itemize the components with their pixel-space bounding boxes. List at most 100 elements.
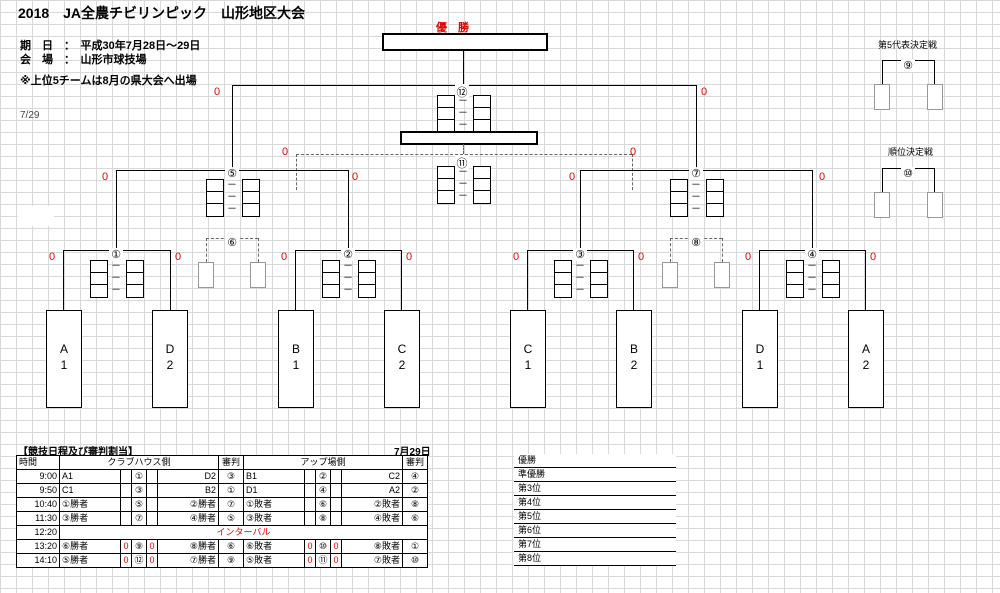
referee: ⑥ [218,539,244,554]
match-1-left-score: 0 [49,251,56,263]
page-title: 2018 JA全農チビリンピック 山形地区大会 [18,5,306,21]
champion-box [382,33,548,51]
match-8-left-slot [662,262,678,288]
score-c [304,469,316,484]
schedule-interval: インターバル [59,525,428,540]
event-note: ※上位5チームは8月の県大会へ出場 [20,75,197,87]
score-semi7-right: 0 [819,171,826,183]
ranking-label: 第6位 [514,523,676,538]
team-rank: 2 [862,358,870,372]
match-6-left-slot [198,262,214,288]
ranking-label: 準優勝 [514,467,676,482]
referee: ⑨ [218,553,244,568]
match-5-right-scores [242,179,260,217]
match-4-number: ④ [805,248,819,261]
m10-right [934,168,935,192]
schedule-heading: 【競技日程及び審判割当】 [18,447,138,458]
match-num-2: ⑪ [315,553,331,568]
score-a [120,497,132,512]
match-4-right-scores [822,260,840,298]
match-num: ⑨ [131,539,147,554]
team-a: A1 [59,469,121,484]
score-a [120,469,132,484]
third-bar [296,154,632,155]
match-2-dashes: －－－ [343,261,353,296]
score-c [304,483,316,498]
referee: ① [218,483,244,498]
match-7-dashes: －－－ [691,180,701,215]
m6-left [206,238,207,262]
match-7-left-scores [670,179,688,217]
match-1-left-scores [90,260,108,298]
team-d: A2 [341,483,403,498]
score-d [330,511,342,526]
ranking-table: 優勝準優勝第3位第4位第5位第6位第7位第8位 [514,454,676,566]
schedule-header-row: 時間 クラブハウス側 審判 アップ場側 審判 [16,455,428,470]
match-num: ⑦ [131,511,147,526]
m8-right [722,238,723,262]
day-label: 7/29 [20,110,40,121]
match-num-2: ④ [315,483,331,498]
team-d: ②敗者 [341,497,403,512]
referee-2: ① [402,539,428,554]
team-b: D2 [157,469,219,484]
match-4-left-score: 0 [745,251,752,263]
match-3-left-scores [554,260,572,298]
referee: ⑤ [218,511,244,526]
header-club: クラブハウス側 [59,455,219,470]
match-num: ⑫ [131,553,147,568]
score-a: 0 [120,539,132,554]
team-letter: A [59,342,68,356]
match-1-right-line [170,250,171,310]
match-3-right-score: 0 [638,251,645,263]
match-12-right-scores [473,95,491,133]
team-letter: D [165,342,175,356]
schedule-time: 12:20 [16,525,60,540]
team-rank: 1 [60,358,68,372]
match-5-dashes: －－－ [227,180,237,215]
semi7-right [812,170,813,250]
score-a: 0 [120,553,132,568]
team-letter: D [755,342,765,356]
match-4-dashes: －－－ [807,261,817,296]
score-semi5-right: 0 [352,171,359,183]
team-c: ①敗者 [243,497,305,512]
ranking-row: 準優勝 [514,467,676,482]
score-third-left: 0 [282,146,289,158]
semi5-right [348,170,349,250]
team-letter: C [397,342,407,356]
score-c: 0 [304,539,316,554]
match-3-left-score: 0 [513,251,520,263]
semi7-left [580,170,581,250]
ranking-label: 第7位 [514,537,676,552]
blank-cell [18,206,54,226]
m10-left [882,168,883,192]
final-left-line [232,85,233,170]
team-a: ⑥勝者 [59,539,121,554]
score-final-left: 0 [214,86,221,98]
winner-label: 優 勝 [436,22,469,34]
third-left [296,154,297,190]
match-3-right-line [633,250,634,310]
team-c: ⑥敗者 [243,539,305,554]
match-10-right-slot [927,192,943,218]
match-11-dashes: －－－ [458,167,468,202]
match-11-right-scores [473,166,491,204]
match-2-left-score: 0 [281,251,288,263]
referee: ③ [218,469,244,484]
team-d: ⑧敗者 [341,539,403,554]
score-a [120,511,132,526]
score-final-right: 0 [701,86,708,98]
match-12-dashes: －－－ [458,96,468,131]
score-d [330,469,342,484]
referee-2: ④ [402,469,428,484]
match-2-right-line [401,250,402,310]
match-3-right-scores [590,260,608,298]
team-c: D1 [243,483,305,498]
referee: ⑦ [218,497,244,512]
